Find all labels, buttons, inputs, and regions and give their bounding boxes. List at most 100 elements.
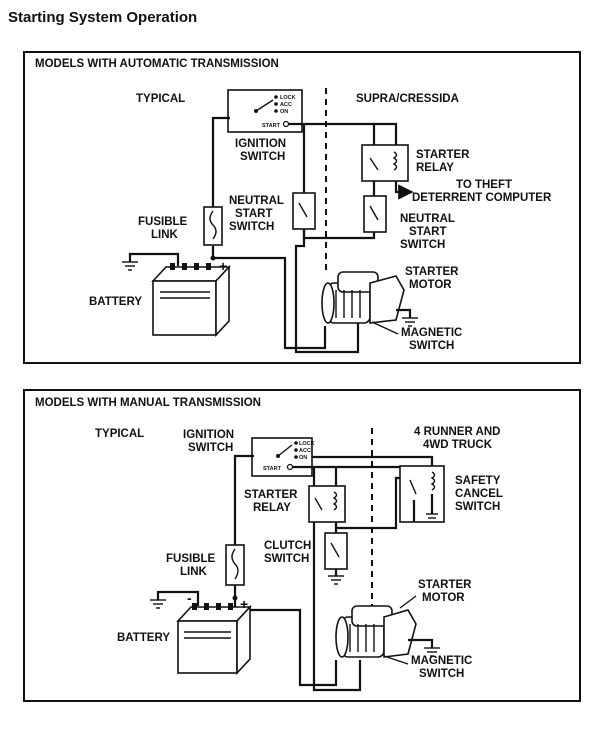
- switch-label-lock: LOCK: [280, 95, 296, 101]
- starter-ground-symbol: [402, 317, 418, 327]
- nss-left-label-line2: START: [235, 208, 272, 220]
- starter-ground-wire: [396, 308, 412, 318]
- m-starter-relay-label-line2: RELAY: [253, 502, 291, 514]
- nss-left-contact: [298, 202, 308, 218]
- safety-cancel-coil: [430, 471, 436, 491]
- m-magnetic-switch-label-line2: SWITCH: [419, 668, 464, 680]
- m-battery-plus: +: [240, 596, 248, 612]
- fusible-link-element: [209, 210, 217, 240]
- m-switch-terminal-acc: [294, 448, 298, 452]
- starter-relay-contact: [369, 157, 379, 171]
- nss-right-label-line1: NEUTRAL: [400, 213, 455, 225]
- switch-label-start: START: [262, 123, 281, 129]
- panel-automatic-variant: SUPRA/CRESSIDA: [356, 93, 459, 105]
- m-ignition-switch-label-line2: SWITCH: [188, 442, 233, 454]
- m-ignition-switch-pivot: [276, 454, 280, 458]
- wire-battery-ground: [128, 252, 180, 266]
- m-switch-label-acc: ACC: [299, 448, 311, 454]
- safety-cancel-switch: [399, 465, 445, 523]
- m-ground-symbol: [150, 599, 166, 609]
- m-battery-minus: -: [187, 590, 192, 606]
- m-wire-battery-ground: [156, 590, 200, 606]
- panel-manual-heading: MODELS WITH MANUAL TRANSMISSION: [35, 397, 261, 409]
- m-starter-relay: [308, 485, 346, 523]
- m-starter-motor-icon: [335, 605, 417, 658]
- panel-automatic-heading: MODELS WITH AUTOMATIC TRANSMISSION: [35, 58, 279, 70]
- starter-motor-label-line1: STARTER: [405, 266, 459, 278]
- m-starter-motor-label-line2: MOTOR: [422, 592, 465, 604]
- m-starter-relay-contact: [314, 497, 323, 511]
- m-starter-motor-leader: [399, 595, 417, 609]
- theft-computer-label-line1: TO THEFT: [456, 179, 512, 191]
- safety-cancel-label-line3: SWITCH: [455, 501, 500, 513]
- switch-terminal-on: [274, 109, 278, 113]
- nss-right-label-line2: START: [409, 226, 446, 238]
- magnetic-switch-leader: [371, 321, 399, 335]
- panel-automatic-frame: [23, 51, 581, 364]
- panel-automatic-typical: TYPICAL: [136, 93, 185, 105]
- m-ignition-switch-box: [251, 437, 313, 477]
- ignition-switch-contact-arm: [255, 99, 274, 112]
- m-fusible-link-label-line1: FUSIBLE: [166, 553, 216, 565]
- battery-label: BATTERY: [89, 296, 142, 308]
- safety-cancel-label-line2: CANCEL: [455, 488, 503, 500]
- starter-relay-coil: [392, 151, 398, 171]
- clutch-switch-label-line2: SWITCH: [264, 553, 309, 565]
- magnetic-switch-label-line2: SWITCH: [409, 340, 454, 352]
- wire-nss-to-magnetic: [294, 229, 360, 354]
- switch-terminal-lock: [274, 95, 278, 99]
- panel-automatic: MODELS WITH AUTOMATIC TRANSMISSION TYPIC…: [23, 51, 581, 364]
- starter-relay-label-line1: STARTER: [416, 149, 470, 161]
- m-magnetic-switch-leader: [383, 655, 409, 665]
- nss-left-label-line1: NEUTRAL: [229, 195, 284, 207]
- clutch-switch-ground-symbol: [328, 575, 344, 585]
- m-wire-fuse-to-ignition: [233, 454, 254, 545]
- starter-motor-label-line2: MOTOR: [409, 279, 452, 291]
- switch-label-on: ON: [280, 109, 288, 115]
- panel-manual-variant-line2: 4WD TRUCK: [423, 439, 493, 451]
- m-ignition-switch-label-line1: IGNITION: [183, 429, 234, 441]
- ground-symbol: [122, 261, 138, 271]
- panel-manual: MODELS WITH MANUAL TRANSMISSION TYPICAL …: [23, 389, 581, 702]
- nss-left-label-line3: SWITCH: [229, 221, 274, 233]
- m-magnetic-switch-label-line1: MAGNETIC: [411, 655, 472, 667]
- m-switch-terminal-start: [286, 463, 294, 471]
- safety-cancel-label-line1: SAFETY: [455, 475, 501, 487]
- safety-cancel-ground-symbol: [426, 513, 438, 519]
- m-switch-terminal-lock: [294, 441, 298, 445]
- m-switch-label-lock: LOCK: [299, 441, 315, 447]
- switch-terminal-acc: [274, 102, 278, 106]
- wire-start-to-bus: [288, 122, 398, 145]
- ignition-switch-label-line1: IGNITION: [235, 138, 286, 150]
- ignition-switch-pivot: [254, 109, 258, 113]
- magnetic-switch-label-line1: MAGNETIC: [401, 327, 462, 339]
- panel-manual-variant-line1: 4 RUNNER AND: [414, 426, 500, 438]
- m-starter-motor-label-line1: STARTER: [418, 579, 472, 591]
- m-fusible-link-element: [231, 548, 239, 580]
- battery-icon: [151, 263, 231, 338]
- m-wire-start-to-relay: [292, 465, 414, 469]
- fusible-link-label-line2: LINK: [151, 229, 179, 241]
- panel-manual-typical: TYPICAL: [95, 428, 144, 440]
- switch-terminal-start: [282, 120, 290, 128]
- wire-relay-to-computer: [394, 181, 414, 200]
- m-wire-relay-to-magnetic: [312, 522, 362, 692]
- theft-computer-label-line2: DETERRENT COMPUTER: [412, 192, 552, 204]
- fuse-junction: [210, 255, 216, 261]
- fusible-link-label-line1: FUSIBLE: [138, 216, 188, 228]
- m-ignition-switch-arm: [277, 444, 293, 457]
- nss-right-label-line3: SWITCH: [400, 239, 445, 251]
- ignition-switch: LOCK ACC ON START: [227, 89, 303, 133]
- safety-cancel-contact: [409, 479, 417, 495]
- m-battery-label: BATTERY: [117, 632, 170, 644]
- m-switch-label-start: START: [263, 466, 282, 472]
- m-ignition-switch: LOCK ACC ON START: [251, 437, 315, 477]
- m-starter-ground-wire: [408, 638, 434, 648]
- panel-manual-frame: [23, 389, 581, 702]
- nss-right-contact: [369, 205, 379, 221]
- clutch-switch-label-line1: CLUTCH: [264, 540, 311, 552]
- m-starter-ground-symbol: [424, 647, 440, 657]
- m-wire-on-to-safety: [312, 455, 434, 466]
- m-battery-icon: [176, 603, 252, 676]
